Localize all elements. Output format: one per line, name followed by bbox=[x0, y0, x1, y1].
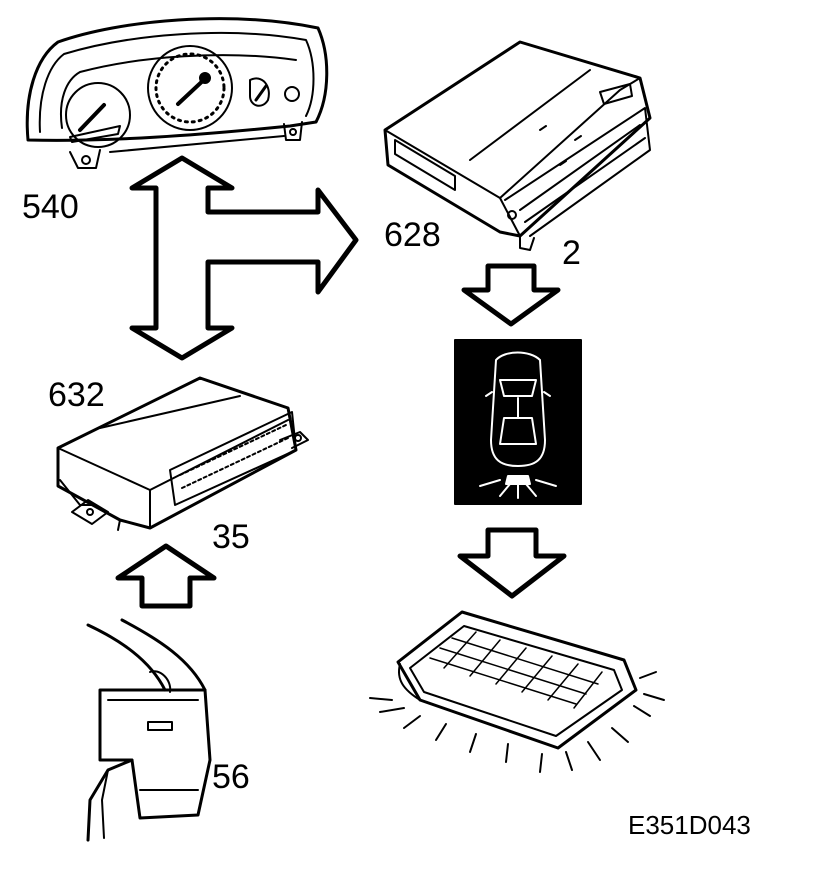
label-central-module: 632 bbox=[48, 376, 105, 414]
label-door-switch: 56 bbox=[212, 758, 250, 796]
figure-code: E351D043 bbox=[628, 810, 751, 840]
label-control-module: 628 bbox=[384, 216, 441, 254]
car-display-icon bbox=[454, 339, 582, 505]
central-module-icon bbox=[56, 376, 309, 531]
instrument-cluster-icon bbox=[25, 17, 329, 169]
door-switch-icon bbox=[86, 618, 212, 842]
down-arrow-2 bbox=[457, 527, 567, 599]
up-arrow bbox=[115, 543, 217, 609]
label-central-module-pin: 35 bbox=[212, 518, 250, 556]
control-unit-icon bbox=[383, 40, 652, 251]
label-instrument-cluster: 540 bbox=[22, 188, 79, 226]
down-arrow-1 bbox=[461, 263, 561, 327]
label-control-module-pin: 2 bbox=[562, 234, 581, 272]
courtesy-lamp-icon bbox=[369, 610, 665, 773]
bidirectional-arrow bbox=[129, 155, 359, 361]
